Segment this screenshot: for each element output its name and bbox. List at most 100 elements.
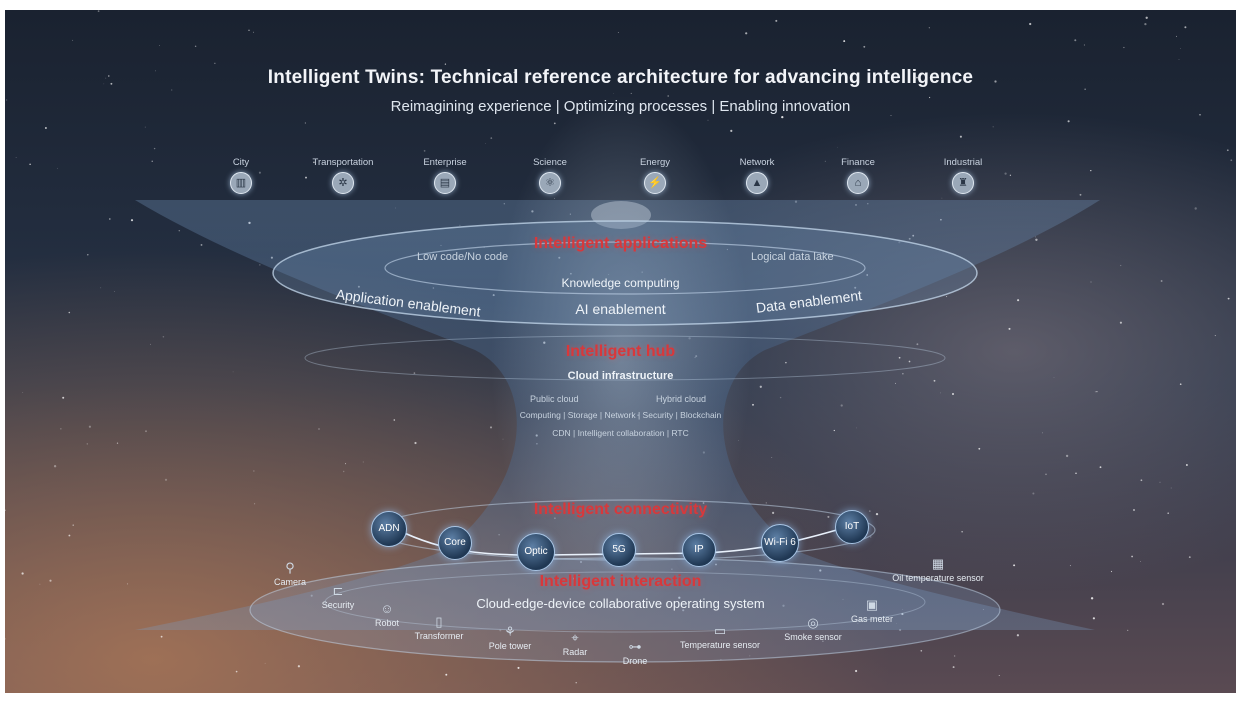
star <box>342 470 345 473</box>
device-pole-tower: ⚘ Pole tower <box>475 625 545 652</box>
device-label: Pole tower <box>488 641 532 651</box>
star <box>160 635 163 638</box>
star <box>992 126 994 128</box>
camera-icon: ⚲ <box>285 560 295 575</box>
star <box>771 457 773 459</box>
star <box>194 45 197 48</box>
industry-label: Science <box>533 157 567 168</box>
star <box>1053 377 1055 378</box>
star <box>1009 174 1012 176</box>
star <box>1127 629 1129 632</box>
star <box>617 32 619 33</box>
star <box>1226 149 1229 152</box>
star <box>1178 59 1180 61</box>
star <box>144 126 146 128</box>
star <box>15 157 17 158</box>
device-label: Transformer <box>414 631 464 641</box>
page-title: Intelligent Twins: Technical reference a… <box>267 67 974 88</box>
star <box>1161 602 1165 606</box>
star <box>1035 236 1037 238</box>
radar-icon: ⌖ <box>571 630 579 645</box>
star <box>856 427 858 429</box>
security-camera-icon: ⊏ <box>332 583 344 598</box>
star <box>145 430 147 433</box>
industry-finance: Finance ⌂ <box>803 157 913 194</box>
star <box>785 361 787 364</box>
star <box>920 649 923 652</box>
industry-industrial: Industrial ♜ <box>908 157 1018 194</box>
star <box>60 428 62 430</box>
star <box>822 640 824 643</box>
star <box>928 27 930 29</box>
star <box>171 89 173 91</box>
star <box>72 39 74 41</box>
industry-label: Industrial <box>943 157 983 168</box>
star <box>105 77 107 79</box>
node-wifi6: Wi-Fi 6 <box>761 524 799 562</box>
star <box>345 463 347 465</box>
industrial-icon: ♜ <box>952 172 974 194</box>
star <box>933 379 936 382</box>
star <box>87 254 89 256</box>
star <box>1090 281 1092 283</box>
star <box>1199 114 1201 116</box>
node-adn: ADN <box>371 511 407 547</box>
device-security: ⊏ Security <box>308 583 368 611</box>
star <box>214 62 216 64</box>
star <box>116 442 119 444</box>
star <box>875 512 879 516</box>
star <box>1140 561 1141 562</box>
star <box>941 197 943 199</box>
drone-icon: ⊶ <box>628 639 642 654</box>
star <box>1159 481 1161 483</box>
star <box>863 45 866 48</box>
device-gas-meter: ▣ Gas meter <box>837 598 907 625</box>
star <box>745 32 748 35</box>
star <box>200 243 203 246</box>
star <box>72 524 74 526</box>
star <box>1069 565 1071 567</box>
star <box>49 579 52 582</box>
star <box>1179 383 1182 386</box>
star <box>110 82 113 85</box>
star <box>108 75 110 77</box>
device-label: Temperature sensor <box>679 640 761 650</box>
star <box>1144 22 1147 26</box>
star <box>916 76 918 79</box>
star <box>1133 509 1135 511</box>
star <box>489 426 493 429</box>
star <box>775 19 778 22</box>
device-label: Drone <box>622 656 648 666</box>
star <box>5 638 6 640</box>
star <box>1131 555 1133 558</box>
star <box>126 583 129 585</box>
star <box>159 45 160 46</box>
star <box>253 470 255 472</box>
star <box>53 465 57 468</box>
star <box>902 373 904 375</box>
star <box>1123 46 1125 49</box>
star <box>130 219 134 222</box>
star <box>908 360 911 363</box>
star <box>103 83 105 85</box>
industry-enterprise: Enterprise ▤ <box>390 157 500 194</box>
node-optic: Optic <box>517 533 555 571</box>
star <box>332 161 334 163</box>
science-icon: ⚛ <box>539 172 561 194</box>
star <box>894 382 897 384</box>
star <box>1140 479 1143 482</box>
architecture-diagram: Intelligent Twins: Technical reference a… <box>5 10 1236 693</box>
star <box>946 296 948 298</box>
star <box>1214 335 1216 337</box>
star <box>253 31 254 33</box>
industry-label: City <box>232 157 250 168</box>
industry-label: Energy <box>639 157 671 168</box>
star <box>305 176 307 179</box>
star <box>978 447 981 450</box>
star <box>1092 617 1095 620</box>
industry-energy: Energy ⚡ <box>600 157 710 194</box>
star <box>817 79 819 81</box>
star <box>1120 264 1122 267</box>
star <box>513 71 515 73</box>
layer-title-interaction: Intelligent interaction <box>539 573 702 590</box>
